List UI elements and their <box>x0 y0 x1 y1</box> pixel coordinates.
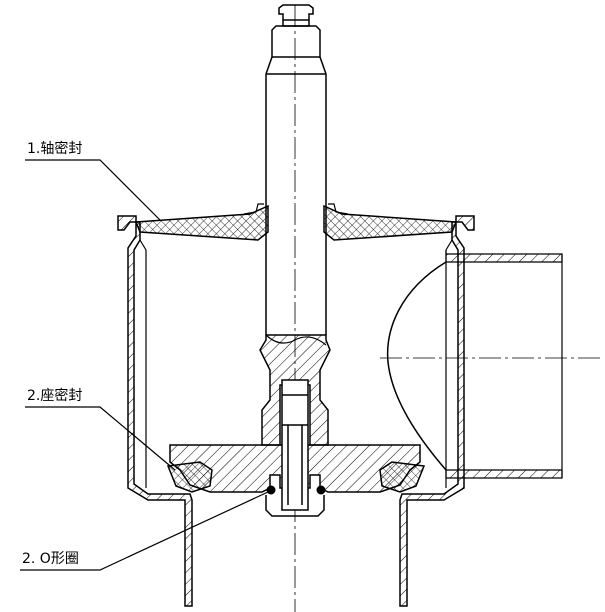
o-ring <box>266 485 326 495</box>
disc-hub <box>259 334 331 446</box>
valve-shaft <box>265 25 327 335</box>
shaft-seal <box>134 203 458 241</box>
seat-seal-label: 2.座密封 <box>27 388 83 404</box>
outlet-pipe <box>386 250 563 479</box>
o-ring-label: 2. O形圈 <box>22 551 79 567</box>
shaft-top-knob <box>278 4 314 27</box>
leader-lines <box>20 159 269 571</box>
valve-body <box>117 215 475 607</box>
seat-seal <box>166 461 426 493</box>
shaft-seal-label: 1.轴密封 <box>27 141 83 157</box>
center-bolt <box>265 379 325 517</box>
